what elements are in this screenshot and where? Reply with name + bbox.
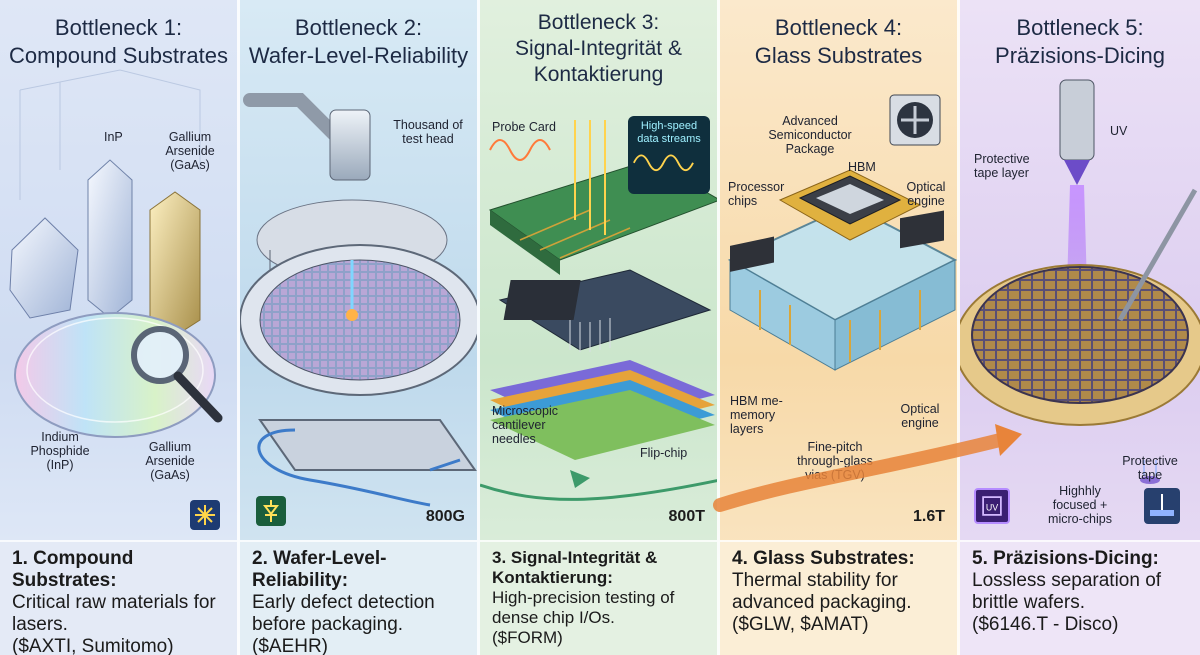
panel-title: Bottleneck 5: Präzisions-Dicing bbox=[995, 15, 1165, 68]
caption-heading: 5. Präzisions-Dicing: bbox=[972, 548, 1159, 569]
cantilever-needles-label: Microscopic cantilever needles bbox=[492, 404, 558, 446]
panel-glass-substrates: Bottleneck 4: Glass Substrates Advanced … bbox=[720, 0, 960, 655]
tgv-label: Fine-pitch through-glass vias (TGV) bbox=[797, 440, 873, 482]
flip-chip-label: Flip-chip bbox=[640, 446, 688, 460]
panel-compound-substrates: Bottleneck 1: Compound Substrates bbox=[0, 0, 240, 655]
caption-heading: 4. Glass Substrates: bbox=[732, 548, 915, 569]
speed-badge: 800G bbox=[425, 508, 465, 525]
caption-signal-integritaet: 3. Signal-Integrität & Kontaktierung: Hi… bbox=[480, 540, 717, 655]
caption-ticker: ($AEHR) bbox=[252, 636, 329, 655]
panel-title: Bottleneck 4: Glass Substrates bbox=[754, 15, 923, 68]
wafer-test-illustration bbox=[240, 93, 477, 507]
caption-ticker: ($FORM) bbox=[492, 628, 563, 647]
caption-heading: 1. Compound Substrates: bbox=[12, 548, 134, 591]
data-streams-label: High-speed data streams bbox=[637, 120, 701, 145]
caption-heading: 3. Signal-Integrität & Kontaktierung: bbox=[492, 548, 658, 587]
compound-crystals-illustration bbox=[9, 69, 223, 438]
caption-ticker: ($GLW, $AMAT) bbox=[732, 614, 869, 635]
svg-text:UV: UV bbox=[986, 502, 998, 512]
hbm-top-label: HBM bbox=[848, 160, 876, 174]
speed-badge: 800T bbox=[668, 508, 705, 525]
data-streams-panel: High-speed data streams bbox=[628, 116, 710, 194]
protective-tape-label: Protective tape bbox=[1122, 454, 1178, 482]
caption-wafer-level-reliability: 2. Wafer-Level-Reliability: Early defect… bbox=[240, 540, 477, 655]
caption-heading: 2. Wafer-Level-Reliability: bbox=[252, 548, 387, 591]
caption-body: High-precision testing of dense chip I/O… bbox=[492, 588, 675, 627]
processor-chips-label: Processor chips bbox=[728, 180, 785, 208]
caption-body: Lossless separation of brittle wafers. bbox=[972, 570, 1162, 613]
caption-ticker: ($AXTI, Sumitomo) bbox=[12, 636, 174, 655]
panel-title: Bottleneck 3: Signal-Integrität & Kontak… bbox=[515, 11, 682, 86]
caption-ticker: ($6146.T - Disco) bbox=[972, 614, 1119, 635]
hbm-layers-label: HBM me- memory layers bbox=[730, 394, 783, 436]
panel-title: Bottleneck 2: Wafer-Level-Reliability bbox=[248, 15, 469, 68]
caption-body: Critical raw materials for lasers. bbox=[12, 592, 216, 635]
caption-body: Early defect detection before packaging. bbox=[252, 592, 435, 635]
panel-wafer-level-reliability: Bottleneck 2: Wafer-Level-Reliability bbox=[240, 0, 480, 655]
probe-card-label: Probe Card bbox=[492, 120, 556, 134]
glass-substrate-illustration bbox=[727, 94, 957, 371]
inp-bottom-label: Indium Phosphide (InP) bbox=[30, 430, 90, 472]
gaas-top-label: Gallium Arsenide (GaAs) bbox=[165, 130, 215, 172]
dicing-blade-icon bbox=[1144, 488, 1180, 524]
inp-top-label: InP bbox=[104, 130, 123, 144]
focused-micro-chips-label: Highhly focused + micro-chips bbox=[1048, 484, 1112, 526]
gaas-bottom-label: Gallium Arsenide (GaAs) bbox=[145, 440, 195, 482]
caption-body: Thermal stability for advanced packaging… bbox=[732, 570, 912, 613]
laser-spark-icon bbox=[190, 500, 220, 530]
optical-engine-bottom-label: Optical engine bbox=[900, 402, 940, 430]
diode-circuit-icon bbox=[256, 496, 286, 526]
caption-praezisions-dicing: 5. Präzisions-Dicing: Lossless separatio… bbox=[960, 540, 1200, 655]
caption-compound-substrates: 1. Compound Substrates: Critical raw mat… bbox=[0, 540, 237, 655]
optical-engine-top-label: Optical engine bbox=[906, 180, 946, 208]
advanced-package-label: Advanced Semiconductor Package bbox=[768, 114, 852, 156]
speed-badge: 1.6T bbox=[912, 508, 945, 525]
test-head-label: Thousand of test head bbox=[393, 118, 463, 146]
uv-chip-icon: UV bbox=[974, 488, 1010, 524]
caption-glass-substrates: 4. Glass Substrates: Thermal stability f… bbox=[720, 540, 957, 655]
protective-tape-layer-label: Protective tape layer bbox=[974, 152, 1030, 180]
panel-praezisions-dicing: Bottleneck 5: Präzisions-Dicing UV Prote… bbox=[960, 0, 1200, 655]
uv-label: UV bbox=[1110, 124, 1128, 138]
signal-wave-icon bbox=[633, 154, 694, 172]
panel-title: Bottleneck 1: Compound Substrates bbox=[9, 15, 228, 68]
dicing-illustration bbox=[960, 79, 1200, 484]
panel-signal-integritaet: Bottleneck 3: Signal-Integrität & Kontak… bbox=[480, 0, 720, 655]
